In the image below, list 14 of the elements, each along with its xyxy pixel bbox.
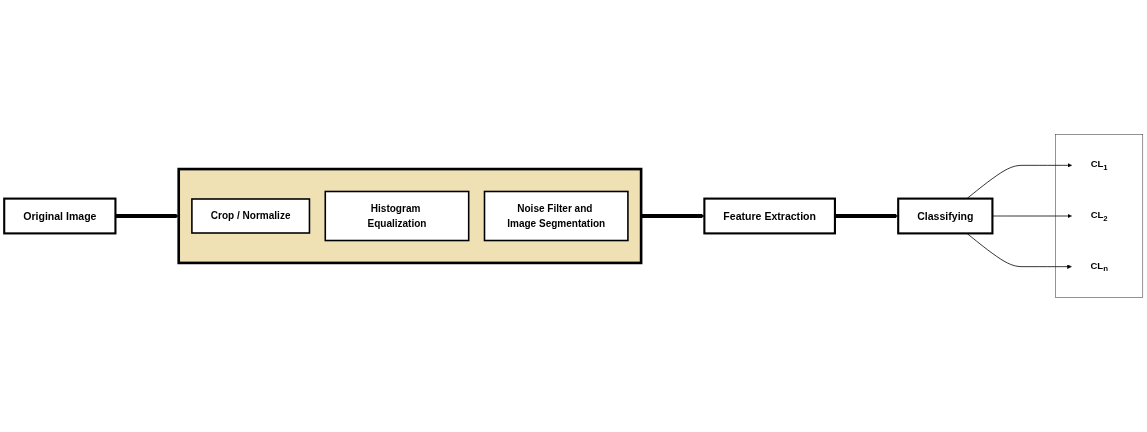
node-text: CL$_{n}$ — [1090, 260, 1108, 273]
node-box: Classifying — [897, 197, 994, 235]
node-box: Feature Extraction — [703, 197, 836, 235]
node-box: Original Image — [3, 197, 117, 235]
node-box: Histogram Equalization — [324, 190, 470, 242]
node-text: CL$_{2}$ — [1090, 209, 1108, 223]
cluster — [177, 167, 643, 265]
arrow — [115, 213, 179, 219]
node-box: Noise Filter and Image Segmentation — [483, 190, 629, 242]
arrow — [834, 213, 899, 219]
node-text: CL$_{1}$ — [1090, 158, 1108, 172]
arrow — [641, 213, 705, 219]
cluster — [1055, 134, 1144, 298]
node-box: Crop / Normalize — [191, 198, 311, 234]
